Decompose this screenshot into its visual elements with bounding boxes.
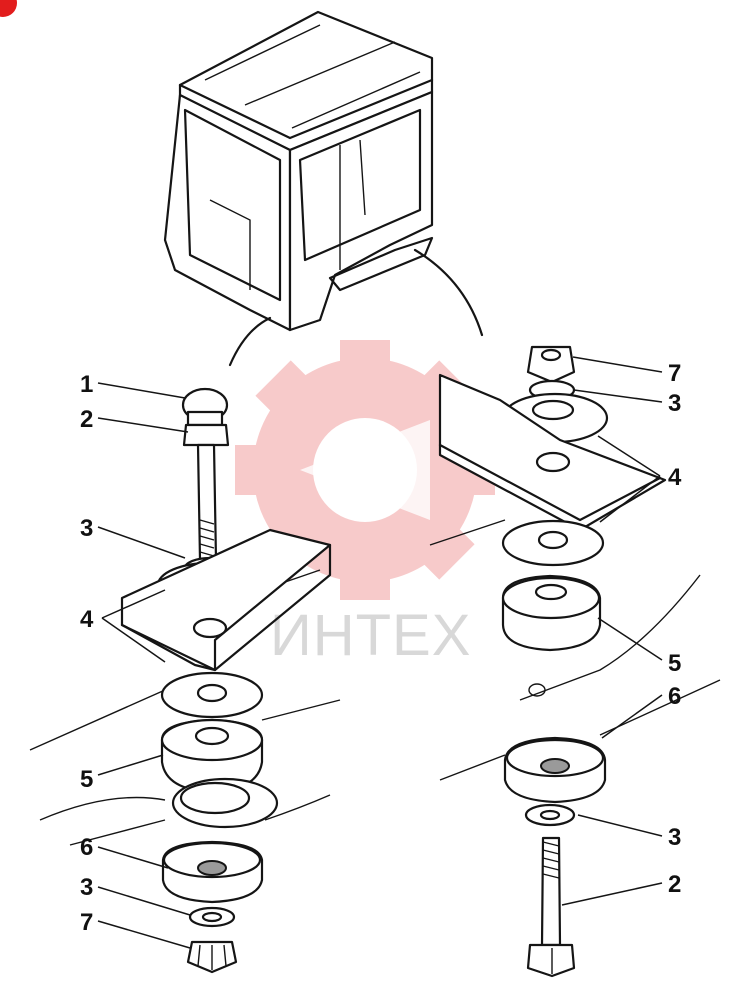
washer-3-right-lower — [524, 803, 576, 827]
pad-4-right-lower — [501, 519, 605, 567]
washer-3-left-lower — [188, 906, 236, 928]
callout-right-2: 2 — [668, 871, 681, 898]
gear-logo-icon — [235, 340, 495, 600]
callout-right-7: 7 — [668, 360, 681, 387]
leader-curve-left — [228, 316, 272, 367]
callout-right-3b: 3 — [668, 824, 681, 851]
callout-right-4: 4 — [668, 464, 682, 491]
corner-badge-icon — [0, 0, 17, 17]
nut-7-right — [526, 345, 576, 384]
callout-left-3b: 3 — [80, 874, 93, 901]
watermark-text: ИНТЕХ — [270, 603, 471, 668]
bolt-2-left — [182, 423, 230, 447]
left-mount-assembly — [120, 387, 332, 974]
tractor-cab — [163, 10, 434, 332]
callouts-left: 1 2 3 4 5 6 3 7 — [80, 371, 94, 936]
leader-lines — [97, 356, 663, 949]
callout-left-6: 6 — [80, 834, 93, 861]
pad-4-left-lower — [160, 671, 264, 719]
leader-curve-right — [413, 248, 484, 337]
right-mount-assembly — [438, 345, 667, 978]
callout-left-1: 1 — [80, 371, 93, 398]
callout-left-5: 5 — [80, 766, 93, 793]
callout-right-6: 6 — [668, 683, 681, 710]
callouts-right: 7 3 4 5 6 3 2 — [668, 360, 682, 898]
callout-left-2: 2 — [80, 406, 93, 433]
callout-right-5: 5 — [668, 650, 681, 677]
callout-right-3: 3 — [668, 390, 681, 417]
callout-left-3: 3 — [80, 515, 93, 542]
callout-left-7: 7 — [80, 909, 93, 936]
callout-left-4: 4 — [80, 606, 94, 633]
